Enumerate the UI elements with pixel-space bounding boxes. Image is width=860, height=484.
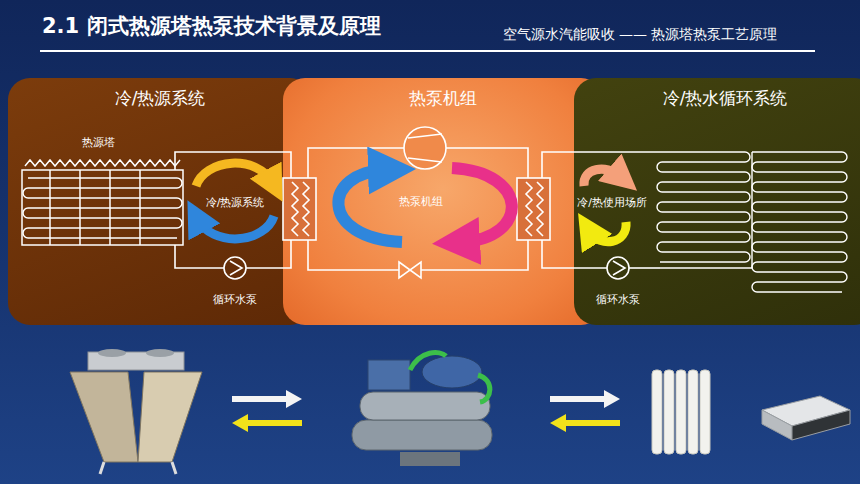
- chiller-picture: [352, 353, 492, 466]
- drawing-part: [146, 349, 174, 357]
- loop-label: 热泵机组: [399, 195, 443, 208]
- flow-arrows: [196, 163, 626, 242]
- drawing-part: [79, 170, 81, 245]
- drawing-part: [751, 152, 752, 268]
- drawing-part: [88, 352, 184, 370]
- drawing-part: [70, 372, 138, 462]
- drawing-part: [25, 160, 180, 166]
- drawing-part: [100, 462, 104, 474]
- drawing-part: [139, 170, 141, 245]
- drawing-part: [550, 390, 620, 408]
- drawing-part: [584, 169, 620, 186]
- exchange-arrows: [232, 390, 620, 432]
- drawing-part: [303, 182, 309, 236]
- drawing-part: [762, 396, 850, 426]
- dry-cooler-picture: [70, 349, 202, 474]
- tower-symbol: [22, 160, 183, 245]
- compressor-symbol: [404, 127, 446, 169]
- drawing-part: [478, 375, 490, 402]
- drawing-part: [542, 152, 660, 178]
- drawing-part: [175, 152, 291, 178]
- drawing-part: [700, 370, 710, 454]
- pump-label: 循环水泵: [596, 293, 640, 306]
- drawing-part: [246, 240, 291, 268]
- drawing-part: [629, 267, 660, 269]
- drawing-part: [664, 370, 674, 454]
- drawing-part: [404, 127, 446, 169]
- drawing-part: [23, 178, 182, 238]
- drawing-part: [762, 410, 792, 440]
- terminal-coil: [657, 152, 847, 292]
- drawing-part: [109, 170, 111, 245]
- drawing-part: [652, 370, 662, 454]
- panel-heading: 冷/热源系统: [8, 78, 312, 110]
- drawing-part: [542, 240, 607, 268]
- drawing-part: [613, 261, 625, 275]
- drawing-part: [338, 170, 402, 242]
- drawing-part: [22, 170, 183, 245]
- fan-coil-picture: [762, 396, 850, 440]
- drawing-part: [408, 134, 442, 138]
- pipe-lines: [175, 148, 660, 270]
- drawing-part: [446, 148, 528, 178]
- drawing-part: [175, 245, 224, 268]
- loop-label: 冷/热源系统: [206, 196, 265, 209]
- drawing-part: [98, 349, 126, 357]
- title-rule: [40, 50, 815, 52]
- drawing-part: [198, 216, 274, 239]
- drawing-part: [421, 240, 528, 270]
- drawing-part: [408, 158, 442, 162]
- drawing-part: [368, 360, 410, 390]
- drawing-part: [138, 372, 202, 462]
- heat-exchanger-symbol: [283, 178, 550, 240]
- drawing-part: [410, 353, 446, 370]
- drawing-part: [660, 267, 752, 268]
- drawing-part: [752, 152, 847, 292]
- part-label: 热源塔: [82, 136, 115, 149]
- system-panel: 冷/热源系统: [8, 78, 312, 325]
- panel-heading: 冷/热水循环系统: [574, 78, 860, 110]
- drawing-part: [400, 452, 460, 466]
- drawing-part: [452, 168, 512, 242]
- pump-label: 循环水泵: [213, 293, 257, 306]
- drawing-part: [352, 420, 492, 450]
- drawing-part: [607, 257, 629, 279]
- radiator-picture: [652, 370, 710, 454]
- drawing-part: [792, 410, 850, 440]
- drawing-part: [517, 178, 550, 240]
- drawing-part: [590, 222, 626, 242]
- expansion-valve-symbol: [399, 262, 421, 278]
- system-panel: 热泵机组: [283, 78, 603, 325]
- subtitle: 空气源水汽能吸收 —— 热源塔热泵工艺原理: [503, 26, 778, 43]
- drawing-part: [537, 182, 543, 236]
- slide-title: 2.1 闭式热源塔热泵技术背景及原理: [42, 13, 381, 40]
- drawing-part: [526, 182, 532, 236]
- drawing-part: [688, 370, 698, 454]
- drawing-part: [224, 257, 246, 279]
- drawing-part: [283, 178, 316, 240]
- drawing-part: [308, 148, 404, 178]
- drawing-part: [550, 414, 620, 432]
- drawing-part: [308, 240, 399, 270]
- drawing-part: [422, 356, 482, 388]
- panel-heading: 热泵机组: [283, 78, 603, 110]
- drawing-part: [360, 392, 490, 420]
- pump-symbol: [224, 257, 629, 279]
- drawing-part: [292, 182, 298, 236]
- drawing-part: [676, 370, 686, 454]
- drawing-part: [49, 170, 51, 245]
- drawing-part: [657, 152, 750, 262]
- drawing-part: [232, 390, 302, 408]
- part-label: 冷/热使用场所: [577, 196, 647, 209]
- drawing-part: [230, 261, 242, 275]
- drawing-part: [232, 414, 302, 432]
- drawing-part: [196, 163, 272, 186]
- drawing-part: [172, 462, 176, 474]
